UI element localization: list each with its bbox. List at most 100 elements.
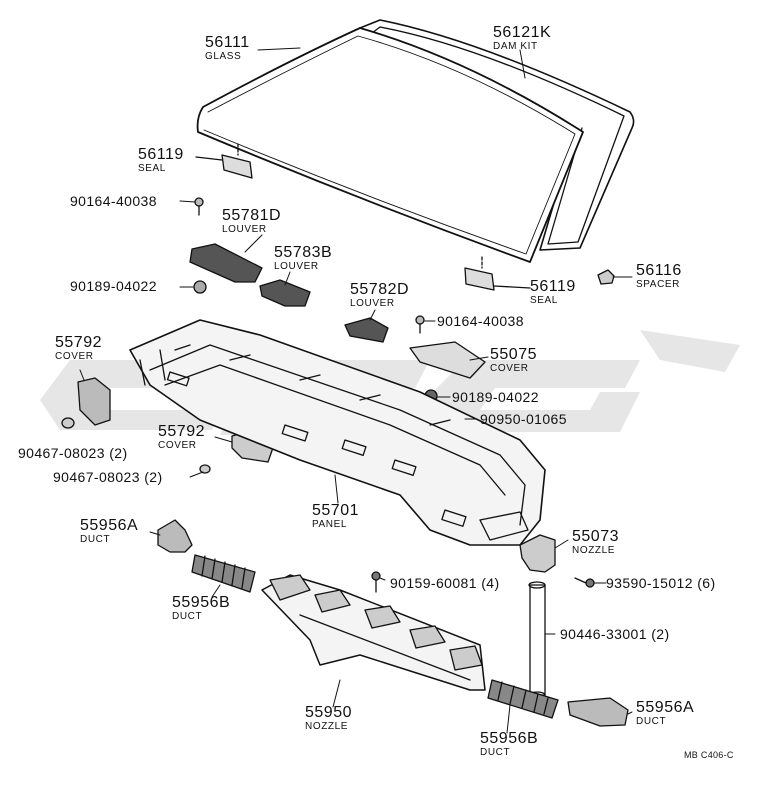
- duct-b-upper-part: [191, 554, 256, 593]
- part-number: 90164-40038: [437, 313, 524, 329]
- part-number: 90950-01065: [480, 411, 567, 427]
- callout-55073: 55073 NOZZLE: [572, 529, 619, 556]
- spacer-part: [597, 269, 615, 285]
- part-desc: COVER: [158, 440, 197, 451]
- part-desc: LOUVER: [350, 298, 395, 309]
- part-number: 56116: [636, 262, 682, 279]
- part-number: 56121K: [493, 24, 552, 41]
- windshield-glass: [196, 27, 584, 263]
- callout-90164-upper: 90164-40038: [70, 194, 157, 210]
- part-number: 55783B: [274, 244, 333, 261]
- cover-left-part: [77, 377, 111, 426]
- part-number: 55956A: [80, 517, 139, 534]
- clip-upper-part: [193, 280, 207, 294]
- part-number: 55956B: [480, 730, 539, 747]
- screw-93590-part: [574, 577, 595, 588]
- callout-55792-mid: 55792 COVER: [158, 424, 205, 451]
- cover-55075-part: [409, 341, 486, 379]
- callout-56121k: 56121K DAM KIT: [493, 25, 551, 52]
- callout-55701: 55701 PANEL: [312, 503, 359, 530]
- part-number: 55792: [55, 334, 102, 351]
- part-number: 90164-40038: [70, 193, 157, 209]
- part-number: 55792: [158, 423, 205, 440]
- part-desc: GLASS: [205, 51, 242, 62]
- callout-55956a-lower: 55956A DUCT: [636, 700, 694, 727]
- part-number: 90189-04022: [452, 389, 539, 405]
- part-number: 90189-04022: [70, 278, 157, 294]
- callout-90159: 90159-60081 (4): [390, 576, 500, 592]
- callout-90446: 90446-33001 (2): [560, 627, 670, 643]
- upper-seal: [221, 154, 253, 179]
- callout-90950: 90950-01065: [480, 412, 567, 428]
- part-number: 90467-08023 (2): [53, 469, 163, 485]
- callout-56116: 56116 SPACER: [636, 263, 682, 290]
- louver-783b-part: [259, 279, 311, 307]
- part-desc: PANEL: [312, 519, 348, 530]
- callout-55956a-upper: 55956A DUCT: [80, 518, 138, 545]
- nozzle-55073-part: [519, 534, 556, 573]
- part-desc: DUCT: [80, 534, 111, 545]
- callout-55075: 55075 COVER: [490, 347, 537, 374]
- callout-90189-lower: 90189-04022: [452, 390, 539, 406]
- callout-93590: 93590-15012 (6): [606, 576, 716, 592]
- callout-55783b: 55783B LOUVER: [274, 245, 332, 272]
- part-number: 55950: [305, 704, 352, 721]
- callout-90467-left: 90467-08023 (2): [18, 446, 128, 462]
- part-desc: DUCT: [636, 716, 667, 727]
- duct-a-upper-part: [157, 519, 193, 553]
- callout-55781d: 55781D LOUVER: [222, 208, 281, 235]
- part-desc: NOZZLE: [305, 721, 349, 732]
- grommet-mid-part: [199, 464, 211, 474]
- part-number: 93590-15012 (6): [606, 575, 716, 591]
- callout-56119-upper: 56119 SEAL: [138, 147, 184, 174]
- part-number: 55073: [572, 528, 619, 545]
- callout-56111: 56111 GLASS: [205, 35, 250, 62]
- part-desc: SPACER: [636, 279, 680, 290]
- grommet-left-part: [61, 417, 75, 429]
- part-desc: SEAL: [530, 295, 558, 306]
- lower-seal: [464, 267, 495, 291]
- nozzle-55950-part: [261, 574, 486, 691]
- part-number: 56119: [138, 146, 184, 163]
- part-number: 90446-33001 (2): [560, 626, 670, 642]
- screw-90159-part: [371, 571, 381, 593]
- part-desc: NOZZLE: [572, 545, 616, 556]
- part-number: 55781D: [222, 207, 282, 224]
- part-number: 55782D: [350, 281, 410, 298]
- part-number: 56111: [205, 34, 250, 51]
- callout-55956b-upper: 55956B DUCT: [172, 595, 230, 622]
- duct-b-lower-part: [487, 679, 559, 719]
- part-number: 90159-60081 (4): [390, 575, 500, 591]
- duct-a-lower-part: [567, 697, 629, 727]
- part-number: 56119: [530, 278, 576, 295]
- part-desc: LOUVER: [222, 224, 267, 235]
- part-number: 55075: [490, 346, 537, 363]
- callout-56119-lower: 56119 SEAL: [530, 279, 576, 306]
- part-number: 55701: [312, 502, 359, 519]
- bolt-upper-part: [194, 197, 204, 216]
- part-desc: DUCT: [480, 747, 511, 758]
- cowl-panel: [129, 319, 546, 546]
- part-desc: COVER: [490, 363, 529, 374]
- part-number: 55956A: [636, 699, 695, 716]
- part-desc: COVER: [55, 351, 94, 362]
- part-desc: SEAL: [138, 163, 166, 174]
- footer-code: MB C406-C: [684, 750, 734, 760]
- part-desc: DUCT: [172, 611, 203, 622]
- callout-55956b-lower: 55956B DUCT: [480, 731, 538, 758]
- callout-55792-left: 55792 COVER: [55, 335, 102, 362]
- part-desc: LOUVER: [274, 261, 319, 272]
- callout-55950: 55950 NOZZLE: [305, 705, 352, 732]
- callout-90164-lower: 90164-40038: [437, 314, 524, 330]
- callout-90467-mid: 90467-08023 (2): [53, 470, 163, 486]
- callout-55782d: 55782D LOUVER: [350, 282, 409, 309]
- louver-781d-part: [189, 243, 263, 283]
- callout-90189-upper: 90189-04022: [70, 279, 157, 295]
- part-desc: DAM KIT: [493, 41, 538, 52]
- leader-lines: [79, 47, 633, 734]
- bolt-lower-part: [415, 315, 425, 334]
- part-number: 55956B: [172, 594, 231, 611]
- part-number: 90467-08023 (2): [18, 445, 128, 461]
